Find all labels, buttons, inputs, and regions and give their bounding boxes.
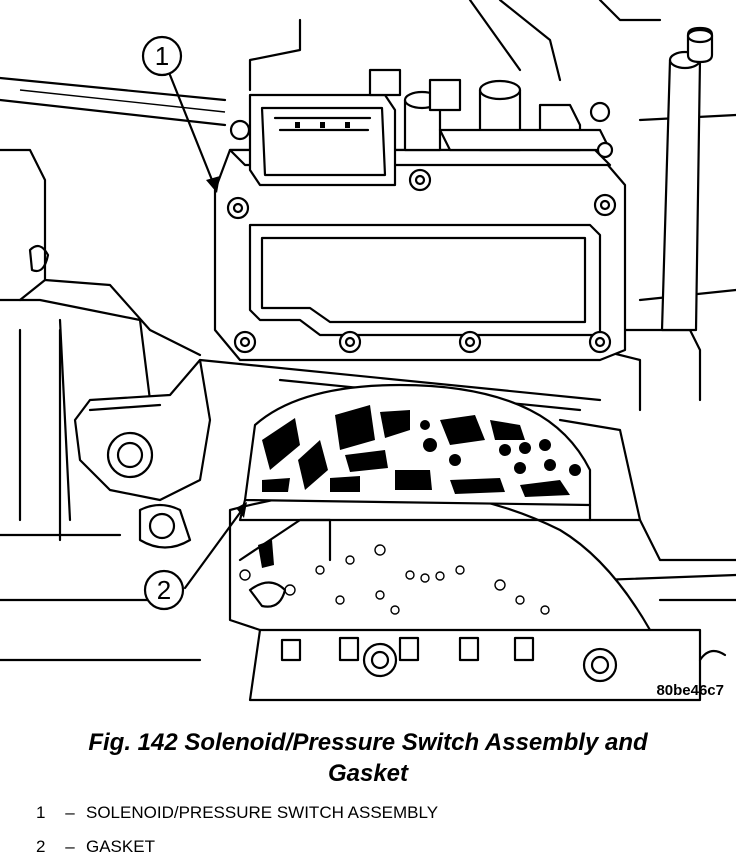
valve-body [228,488,727,702]
figure-caption: Fig. 142 Solenoid/Pressure Switch Assemb… [0,727,736,789]
callout-2-number: 2 [157,575,171,605]
legend-item-number: 2 [36,837,46,856]
legend-item-text: GASKET [86,837,155,856]
caption-line-1: Fig. 142 Solenoid/Pressure Switch Assemb… [88,729,648,756]
callout-1-number: 1 [155,41,169,71]
legend-item: 2 – GASKET [36,830,716,864]
background-case-outline [0,0,736,662]
legend-item: 1 – SOLENOID/PRESSURE SWITCH ASSEMBLY [36,796,716,830]
legend-item-number: 1 [36,803,46,822]
legend-item-dash: – [65,803,75,822]
mounting-bracket [73,358,212,549]
legend: 1 – SOLENOID/PRESSURE SWITCH ASSEMBLY 2 … [36,796,716,864]
shaft-rod [660,26,714,332]
caption-line-2: Gasket [327,760,409,787]
legend-item-dash: – [65,837,75,856]
callout-1: 1 [141,35,220,193]
legend-item-text: SOLENOID/PRESSURE SWITCH ASSEMBLY [86,803,439,822]
image-code: 80be46c7 [656,682,724,699]
solenoid-pressure-switch-assembly [213,68,627,362]
gasket [238,383,592,522]
callout-2: 2 [143,502,247,611]
diagram-figure: 1 2 80be46c7 [0,0,736,702]
